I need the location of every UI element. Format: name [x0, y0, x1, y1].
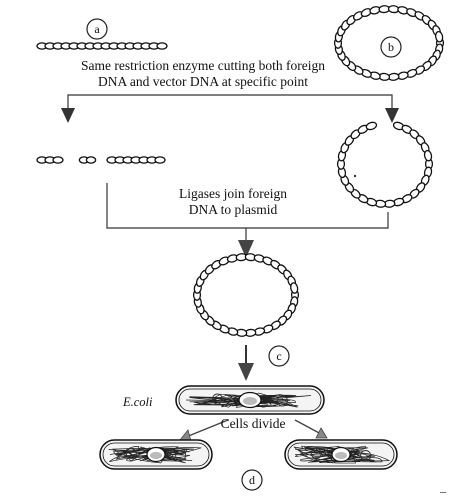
- dna-bead: [156, 42, 168, 50]
- connector-step2: [106, 183, 389, 229]
- restriction-caption-line2: DNA and vector DNA at specific point: [98, 74, 308, 89]
- arrow-down-recombinant: [238, 240, 254, 258]
- divide-arrow-right-head: [315, 427, 328, 439]
- plasmid-shade: [150, 451, 162, 460]
- plasmid-small: [360, 450, 372, 461]
- label-c-text: c: [276, 349, 281, 363]
- restriction-caption-line1: Same restriction enzyme cutting both for…: [81, 58, 325, 73]
- ecoli-daughter-cell-left: [99, 439, 213, 470]
- cell-membrane: [178, 388, 322, 412]
- cell-membrane: [287, 442, 395, 467]
- plasmid-small: [125, 448, 137, 459]
- dna-bead: [423, 149, 433, 162]
- plasmid-small: [175, 450, 187, 461]
- corner-mark: –: [439, 484, 447, 498]
- label-d-text: d: [249, 473, 255, 487]
- foreign-dna-strand: [36, 42, 168, 50]
- label-c: c: [268, 345, 290, 367]
- dna-bead: [154, 156, 166, 164]
- ecoli-daughter-cell-right: [284, 439, 398, 470]
- plasmid-small: [277, 395, 289, 407]
- cells-divide-caption: Cells divide: [221, 416, 286, 431]
- speck-dot: [353, 174, 357, 178]
- label-b: b: [380, 36, 402, 58]
- label-a: a: [86, 18, 108, 40]
- label-b-text: b: [388, 40, 394, 54]
- connector-step1: [67, 94, 393, 121]
- chromosome-tangle: [108, 446, 202, 464]
- arrow-to-ecoli-head: [238, 363, 254, 381]
- ligase-caption-line2: DNA to plasmid: [189, 202, 278, 217]
- plasmid-shade: [243, 397, 257, 405]
- dna-bead: [365, 121, 378, 131]
- dna-bead: [85, 156, 97, 164]
- plasmid-shade: [335, 451, 347, 460]
- arrow-left-down: [61, 108, 75, 123]
- label-d: d: [241, 469, 263, 491]
- plasmid-small: [211, 393, 223, 405]
- plasmid-small: [310, 448, 322, 459]
- cell-membrane: [102, 442, 210, 467]
- divide-arrow-right-line: [294, 419, 322, 435]
- dna-bead: [290, 282, 299, 294]
- ecoli-cell-transformed: [175, 385, 325, 415]
- arrow-right-down: [385, 108, 399, 123]
- cut-plasmid: [336, 121, 434, 208]
- label-a-text: a: [94, 22, 100, 36]
- cut-dna-fragments: [36, 156, 166, 164]
- ligase-caption-line1: Ligases join foreign: [179, 186, 287, 201]
- ecoli-label: E.coli: [122, 395, 153, 409]
- plasmid-vector-b: [333, 5, 445, 81]
- dna-bead: [52, 156, 64, 164]
- divide-arrow-left-line: [185, 419, 229, 438]
- dna-bead: [435, 30, 444, 43]
- recombinant-plasmid: [192, 253, 300, 337]
